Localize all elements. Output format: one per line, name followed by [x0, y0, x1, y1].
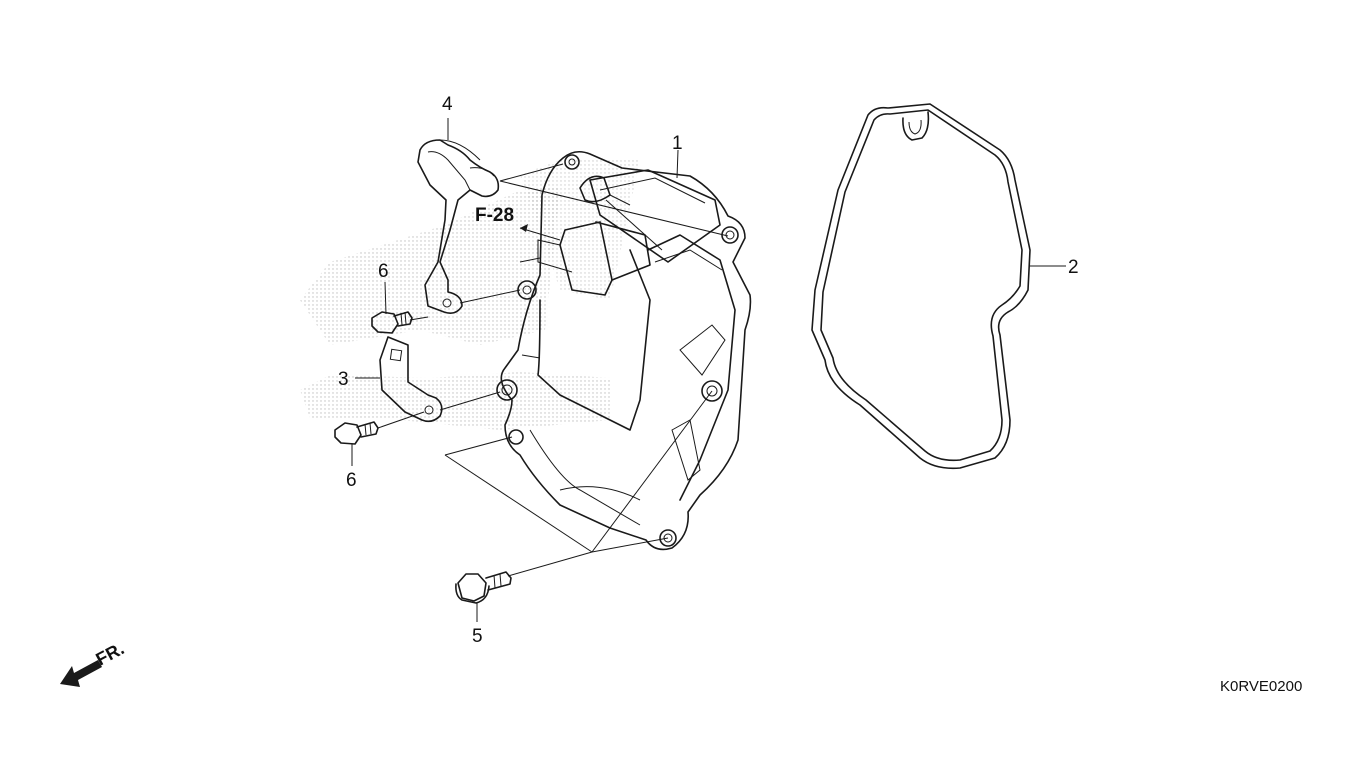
drawing-code: K0RVE0200 — [1220, 678, 1302, 695]
callout-3: 3 — [338, 369, 349, 390]
callout-1: 1 — [672, 133, 683, 154]
cover-gasket — [811, 103, 1031, 470]
callout-6-upper: 6 — [378, 261, 389, 282]
bolt-lower — [334, 421, 379, 445]
flange-bolt — [455, 571, 512, 604]
callout-5: 5 — [472, 626, 483, 647]
reference-label: F-28 — [475, 205, 514, 226]
lower-stay — [379, 336, 443, 423]
harness-clip-stay — [417, 139, 500, 314]
bolt-upper — [371, 311, 413, 334]
callout-4: 4 — [442, 94, 453, 115]
front-direction-arrow-icon — [60, 660, 102, 687]
callout-6-lower: 6 — [346, 470, 357, 491]
cylinder-head-cover — [496, 150, 752, 551]
callout-2: 2 — [1068, 257, 1079, 278]
leader-lines — [351, 118, 1066, 622]
